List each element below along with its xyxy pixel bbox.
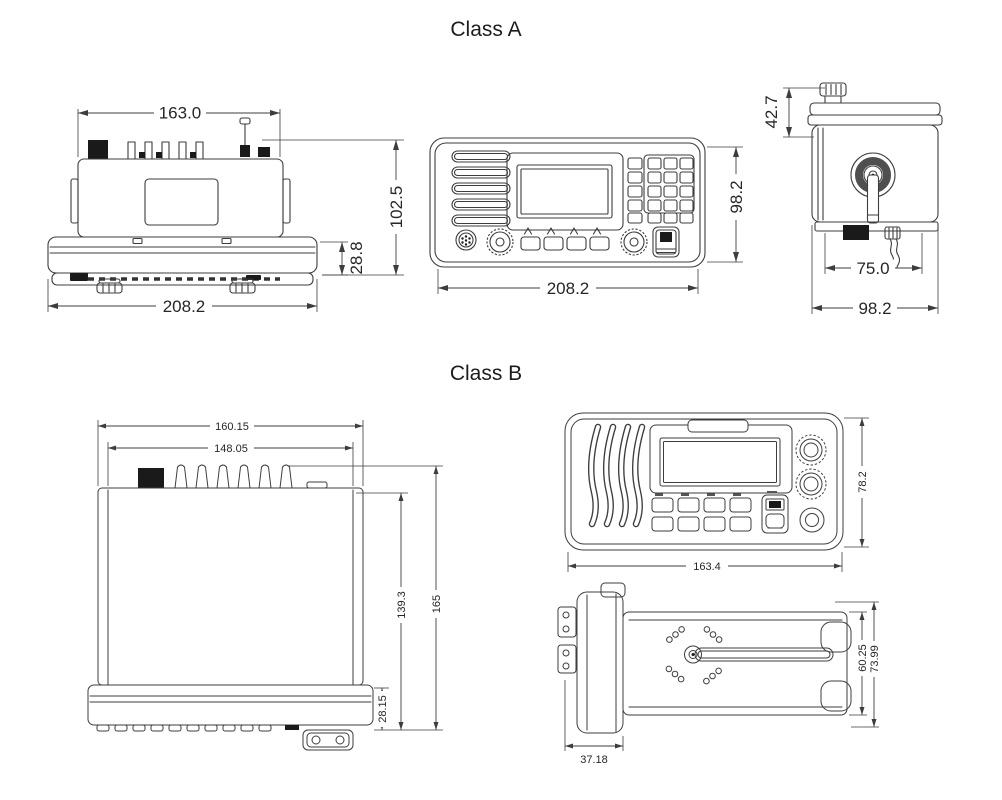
dim-b-panel-height: 28.15: [374, 687, 443, 731]
class-b-front-drawing: [564, 412, 844, 551]
dim-label-a-front-height: 98.2: [727, 180, 746, 213]
antenna-connector: [239, 117, 270, 157]
dim-b-overall-height: 165: [288, 465, 443, 730]
dim-a-panel-height: 28.8: [320, 241, 366, 276]
dim-a-front-width: 208.2: [437, 269, 699, 298]
dim-a-top-width: 163.0: [77, 104, 281, 157]
dim-label-a-overall-depth: 98.2: [858, 299, 891, 318]
dim-label-b-chassis-width: 148.05: [214, 443, 248, 455]
dim-label-a-top-width: 163.0: [159, 104, 202, 123]
keypad: [627, 154, 695, 224]
mic-connector: [761, 494, 789, 534]
dim-label-b-front-height: 78.2: [857, 471, 869, 492]
mounting-holes: [665, 626, 723, 685]
dim-a-overall-height: 102.5: [262, 139, 406, 276]
squelch-knob: [799, 507, 825, 533]
class-b-rear-drawing: [87, 464, 374, 751]
dim-label-a-antenna-height: 42.7: [762, 95, 781, 128]
speaker-grille: [588, 423, 646, 528]
dim-b-bottom-overall-height: 73.99: [835, 601, 881, 728]
dim-b-front-width: 163.4: [567, 552, 843, 573]
mounting-knob-right: [229, 278, 256, 294]
class-a-title: Class A: [450, 18, 522, 41]
antenna-mount: [819, 82, 847, 104]
channel-knob: [795, 468, 827, 500]
class-a-front-view: 98.2 208.2: [429, 137, 746, 298]
dim-label-a-front-width: 208.2: [547, 279, 590, 298]
soft-keys: [520, 236, 610, 251]
dim-b-chassis-height: 139.3: [356, 492, 408, 730]
dim-label-a-panel-height: 28.8: [347, 241, 366, 274]
class-b-front-view: 78.2 163.4: [564, 412, 869, 573]
label-plate: [144, 178, 219, 226]
dim-label-b-overall-width: 160.15: [215, 421, 249, 433]
volume-knob: [795, 434, 827, 466]
dim-a-body-depth: 75.0: [824, 233, 923, 278]
dim-label-b-chassis-height: 139.3: [396, 591, 408, 619]
class-a-rear-drawing: [47, 117, 318, 294]
class-a-side-drawing: [807, 82, 943, 268]
class-b-title: Class B: [449, 362, 523, 385]
right-knob: [620, 228, 648, 256]
dim-label-b-bottom-chassis-height: 60.25: [857, 644, 869, 672]
dim-label-b-overall-height: 165: [431, 595, 443, 613]
class-a-rear-view: 163.0 208.2 28.8 102.5: [47, 104, 406, 316]
class-a-front-drawing: [429, 137, 706, 268]
dim-label-a-body-depth: 75.0: [856, 259, 889, 278]
class-b-rear-view: 160.15 148.05 28.15 139.3: [87, 419, 443, 751]
terminal-blocks: [557, 606, 577, 674]
lcd-display: [649, 419, 793, 494]
mounting-slot-channel: [684, 645, 834, 664]
mic-connector: [455, 229, 477, 251]
dim-label-a-bottom-width: 208.2: [163, 297, 206, 316]
class-a-side-view: 42.7 75.0 98.2: [762, 82, 943, 318]
dim-b-bottom-chassis-height: 60.25: [849, 611, 869, 716]
dim-label-b-front-width: 163.4: [693, 561, 721, 573]
dim-label-a-overall-height: 102.5: [387, 186, 406, 229]
mounting-knob-left: [96, 278, 123, 294]
dim-b-front-height: 78.2: [844, 417, 869, 548]
dim-a-bottom-width: 208.2: [47, 279, 318, 316]
left-knob: [486, 228, 514, 256]
speaker-grille: [451, 150, 511, 227]
dim-b-overall-width: 160.15: [97, 419, 364, 486]
dim-a-front-height: 98.2: [707, 146, 746, 263]
button-rows: [651, 497, 752, 532]
mic-holder: [652, 226, 680, 258]
bottom-connector: [302, 729, 354, 751]
dim-label-b-bottom-overall-height: 73.99: [869, 645, 881, 673]
lcd-display: [506, 152, 624, 231]
dim-label-b-panel-height: 28.15: [377, 695, 389, 723]
dim-a-antenna-height: 42.7: [762, 87, 825, 138]
dim-label-b-panel-depth: 37.18: [580, 754, 608, 766]
class-b-bottom-drawing: [557, 582, 852, 734]
class-b-bottom-view: 37.18 60.25 73.99: [557, 582, 881, 766]
dim-b-chassis-width: 148.05: [107, 441, 354, 486]
dim-a-overall-depth: 98.2: [811, 225, 939, 318]
dim-b-panel-depth: 37.18: [564, 680, 624, 766]
